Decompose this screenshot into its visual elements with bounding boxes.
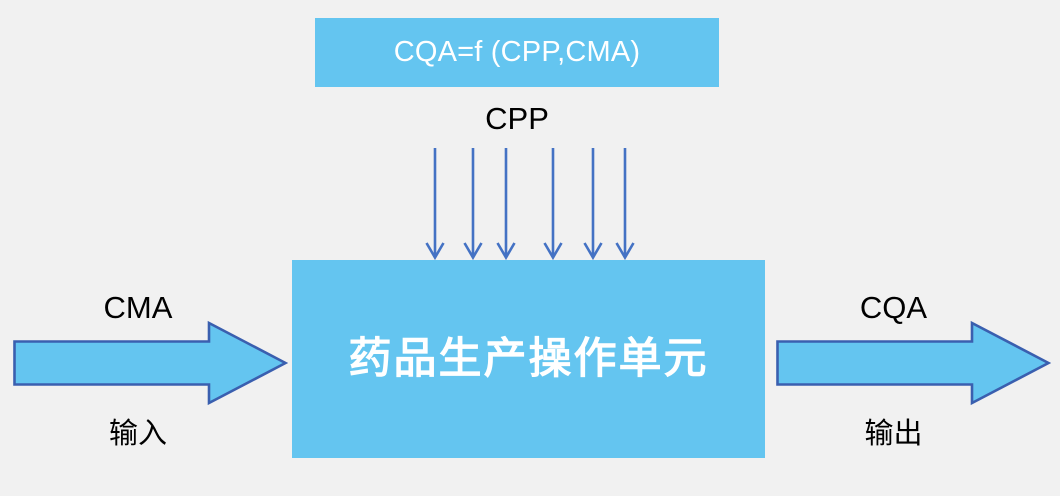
cpp-arrow-icon <box>543 148 563 261</box>
output-label: CQA <box>859 290 928 325</box>
input-block-arrow-icon <box>13 320 288 406</box>
formula-banner: CQA=f (CPP,CMA) <box>315 18 719 87</box>
formula-text: CQA=f (CPP,CMA) <box>393 36 641 68</box>
cpp-arrow-icon <box>425 148 445 261</box>
cpp-label: CPP <box>485 101 549 136</box>
process-unit-label: 药品生产操作单元 <box>348 334 709 383</box>
input-label: CMA <box>103 290 173 325</box>
cpp-arrow-icon <box>463 148 483 261</box>
cpp-arrow-icon <box>496 148 516 261</box>
process-unit-box: 药品生产操作单元 <box>292 260 765 458</box>
cpp-arrow-icon <box>615 148 635 261</box>
output-block-arrow-icon <box>776 320 1051 406</box>
output-sublabel: 输出 <box>864 418 923 450</box>
cpp-arrow-icon <box>583 148 603 261</box>
input-sublabel: 输入 <box>108 418 167 450</box>
